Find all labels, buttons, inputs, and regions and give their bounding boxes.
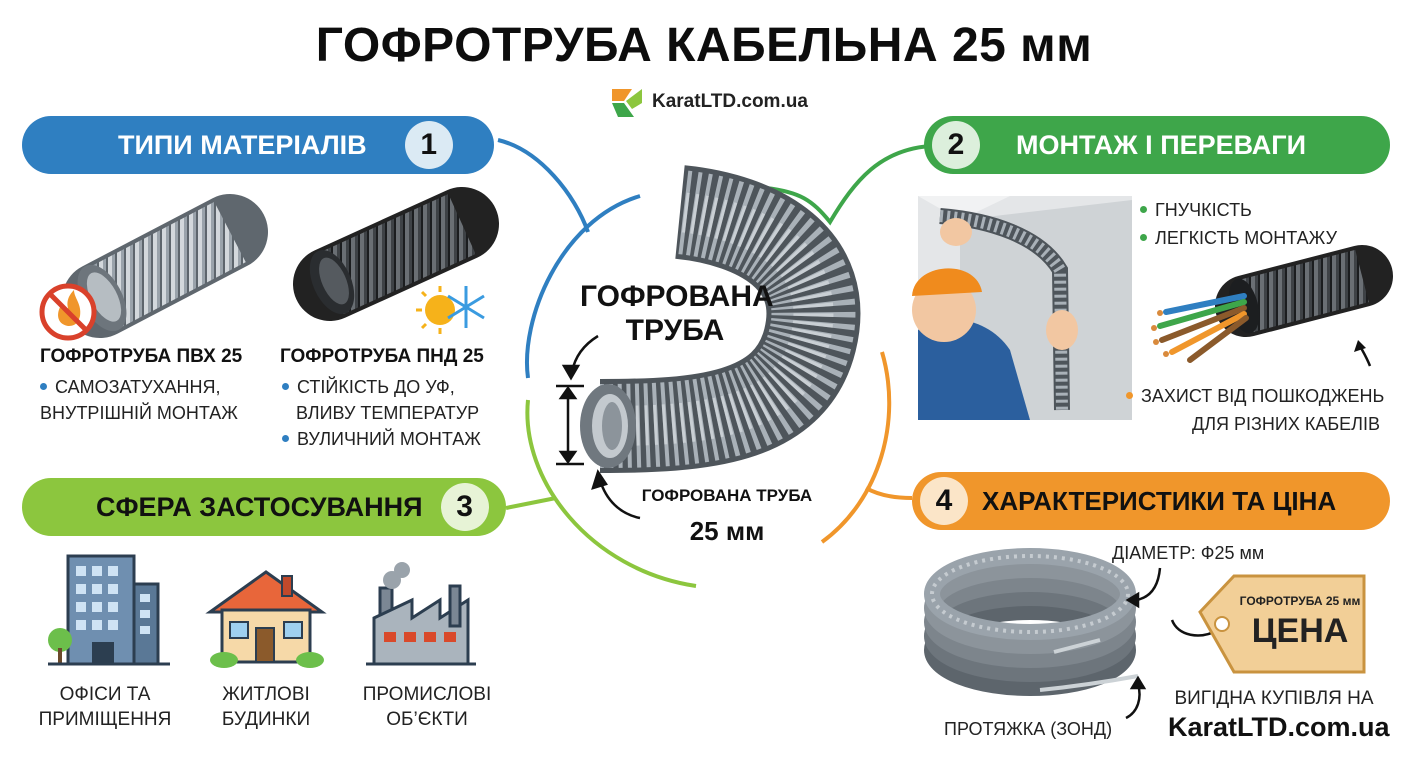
protection-line-1-text: ЗАХИСТ ВІД ПОШКОДЖЕНЬ — [1141, 386, 1385, 406]
office-building-icon — [48, 554, 170, 666]
price-tag-text: ГОФРОТРУБА 25 мм ЦЕНА — [1238, 594, 1362, 651]
hdpe-pipe-image — [293, 187, 499, 321]
section1-header: ТИПИ МАТЕРІАЛІВ 1 — [22, 116, 494, 174]
price-tag-image — [1198, 574, 1366, 674]
section2-number: 2 — [932, 121, 980, 169]
factory-icon — [366, 562, 476, 666]
buy-line2[interactable]: KaratLTD.com.ua — [1168, 712, 1390, 742]
center-corrugated-pipe — [580, 165, 861, 473]
dimension-arrow — [556, 334, 641, 520]
no-fire-icon — [39, 283, 97, 341]
section4-number: 4 — [920, 477, 968, 525]
protection-line-1: ЗАХИСТ ВІД ПОШКОДЖЕНЬ — [1126, 382, 1384, 410]
protection-note: ЗАХИСТ ВІД ПОШКОДЖЕНЬ ДЛЯ РІЗНИХ КАБЕЛІВ — [1126, 382, 1384, 438]
center-size-line2: 25 мм — [689, 516, 765, 546]
hdpe-bullets: СТІЙКІСТЬ ДО УФ, ВЛИВУ ТЕМПЕРАТУР ВУЛИЧН… — [282, 374, 481, 452]
protection-line-2-text: ДЛЯ РІЗНИХ КАБЕЛІВ — [1192, 414, 1380, 434]
price-tag-small: ГОФРОТРУБА 25 мм — [1239, 594, 1361, 608]
buy-line1: ВИГІДНА КУПІВЛЯ НА — [1174, 688, 1374, 709]
section3-title: СФЕРА ЗАСТОСУВАННЯ — [96, 491, 423, 522]
bullet-dot — [40, 382, 47, 390]
feature-1: ГНУЧКІСТЬ — [1140, 196, 1337, 224]
karat-logo-icon — [612, 89, 642, 117]
application-houses: ЖИТЛОВІ БУДИНКИ — [196, 682, 336, 732]
bullet-dot — [1126, 391, 1133, 399]
diameter-label: ДІАМЕТР: Ф25 мм — [1112, 543, 1265, 563]
center-label-line2: ТРУБА — [625, 314, 725, 347]
application-offices: ОФІСИ ТА ПРИМІЩЕННЯ — [30, 682, 180, 732]
section2-features: ГНУЧКІСТЬ ЛЕГКІСТЬ МОНТАЖУ — [1140, 196, 1337, 252]
pvc-pipe-image — [62, 194, 268, 338]
probe-label: ПРОТЯЖКА (ЗОНД) — [944, 719, 1113, 739]
feature-2: ЛЕГКІСТЬ МОНТАЖУ — [1140, 224, 1337, 252]
installation-scene-image — [912, 196, 1132, 420]
pvc-title: ГОФРОТРУБА ПВХ 25 — [40, 346, 243, 367]
bullet-dot — [282, 382, 289, 390]
application-industrial: ПРОМИСЛОВІ ОБ’ЄКТИ — [352, 682, 502, 732]
section2-title: МОНТАЖ І ПЕРЕВАГИ — [1016, 129, 1306, 160]
section3-header: СФЕРА ЗАСТОСУВАННЯ 3 — [22, 478, 506, 536]
center-size-label: ГОФРОВАНА ТРУБА 25 мм — [632, 486, 822, 547]
buy-link[interactable]: ВИГІДНА КУПІВЛЯ НА KaratLTD.com.ua — [1168, 688, 1390, 743]
pipe-coil-image — [924, 548, 1139, 696]
hdpe-bullet-1: СТІЙКІСТЬ ДО УФ, — [282, 374, 481, 400]
pvc-bullet-1: САМОЗАТУХАННЯ, — [40, 374, 238, 400]
feature-2-text: ЛЕГКІСТЬ МОНТАЖУ — [1155, 228, 1338, 248]
industrial-line1: ПРОМИСЛОВІ — [362, 684, 492, 705]
cable-pipe-image — [1151, 245, 1393, 367]
hdpe-bullet-1-text: СТІЙКІСТЬ ДО УФ, — [297, 377, 455, 397]
brand-header[interactable]: KaratLTD.com.ua — [610, 84, 808, 120]
bullet-dot — [282, 434, 289, 442]
center-size-line1: ГОФРОВАНА ТРУБА — [641, 486, 813, 505]
bullet-dot — [1140, 205, 1147, 213]
page-title: ГОФРОТРУБА КАБЕЛЬНА 25 мм — [315, 19, 1093, 72]
pvc-bullet-2-text: ВНУТРІШНІЙ МОНТАЖ — [40, 403, 238, 423]
offices-line1: ОФІСИ ТА — [59, 684, 151, 705]
section4-title: ХАРАКТЕРИСТИКИ ТА ЦІНА — [982, 485, 1337, 516]
houses-line2: БУДИНКИ — [221, 709, 311, 730]
industrial-line2: ОБ’ЄКТИ — [386, 709, 468, 730]
hdpe-bullet-2-text: ВЛИВУ ТЕМПЕРАТУР — [296, 403, 480, 423]
offices-line2: ПРИМІЩЕННЯ — [38, 709, 172, 730]
price-tag-big: ЦЕНА — [1251, 612, 1349, 650]
hdpe-bullet-3-text: ВУЛИЧНИЙ МОНТАЖ — [297, 429, 481, 449]
houses-line1: ЖИТЛОВІ — [222, 684, 310, 705]
sun-snowflake-icon — [416, 286, 485, 334]
pvc-bullet-1-text: САМОЗАТУХАННЯ, — [55, 377, 221, 397]
feature-1-text: ГНУЧКІСТЬ — [1155, 200, 1252, 220]
hdpe-title: ГОФРОТРУБА ПНД 25 — [280, 346, 484, 367]
brand-text: KaratLTD.com.ua — [652, 91, 808, 112]
pvc-bullets: САМОЗАТУХАННЯ, ВНУТРІШНІЙ МОНТАЖ — [40, 374, 238, 426]
center-connector-arcs — [497, 138, 931, 588]
house-icon — [205, 570, 327, 668]
section4-header: 4 ХАРАКТЕРИСТИКИ ТА ЦІНА — [912, 472, 1390, 530]
section2-header: 2 МОНТАЖ І ПЕРЕВАГИ — [924, 116, 1390, 174]
center-pipe-label: ГОФРОВАНА ТРУБА — [580, 280, 774, 348]
bullet-dot — [1140, 233, 1147, 241]
section1-number: 1 — [404, 121, 453, 169]
section3-number: 3 — [440, 483, 489, 531]
section1-title: ТИПИ МАТЕРІАЛІВ — [118, 129, 367, 160]
center-label-line1: ГОФРОВАНА — [580, 280, 774, 313]
hdpe-bullet-3: ВУЛИЧНИЙ МОНТАЖ — [282, 426, 481, 452]
